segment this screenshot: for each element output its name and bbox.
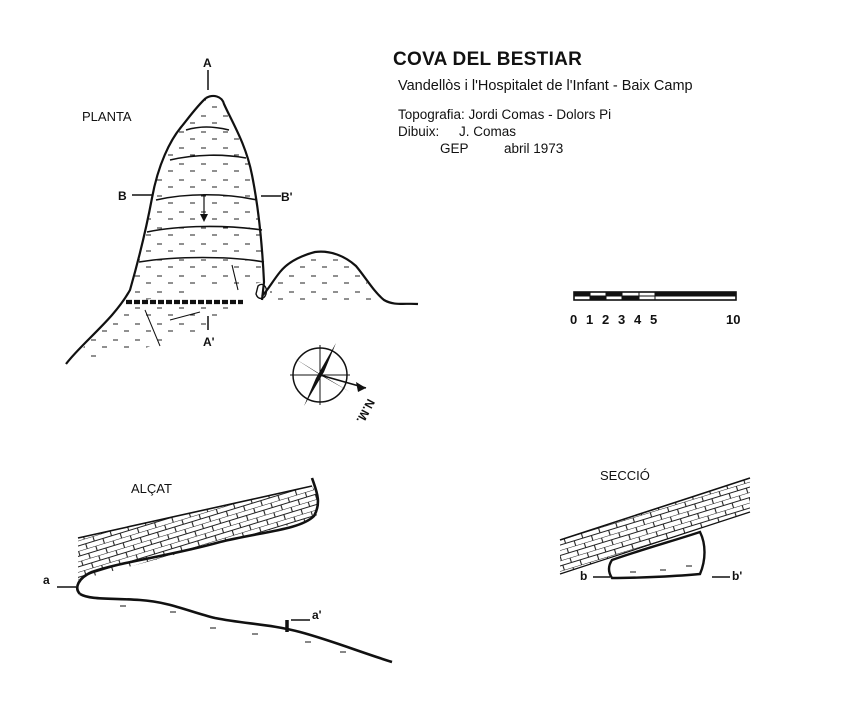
- section-chamber-outline: [607, 530, 706, 580]
- group-credit: GEP: [440, 141, 469, 156]
- plan-cave-fill: [130, 96, 265, 302]
- scale-tick-4: 4: [634, 312, 642, 327]
- seccio-label: SECCIÓ: [600, 468, 650, 483]
- mark-a-lower: A': [203, 335, 215, 349]
- section-floor-marks: [630, 565, 692, 573]
- section-rock-top: [559, 477, 751, 541]
- survey-date: abril 1973: [504, 141, 564, 156]
- plan-band: [155, 193, 258, 201]
- mark-b-right: B': [281, 190, 293, 204]
- scale-tick-5: 5: [650, 312, 657, 327]
- plan-boulder: [255, 283, 268, 300]
- compass-rose: [290, 343, 367, 406]
- elevation-cave-roof: [76, 477, 320, 595]
- elevation-cave-floor: [79, 592, 393, 664]
- plan-band: [138, 256, 265, 263]
- plan-band: [146, 225, 263, 233]
- elevation-view: [57, 477, 393, 664]
- scale-tick-2: 2: [602, 312, 609, 327]
- plan-band: [169, 154, 247, 161]
- elevation-floor-marks: [120, 605, 346, 653]
- planta-label: PLANTA: [82, 109, 132, 124]
- alcat-label: ALÇAT: [131, 481, 172, 496]
- drawing-credit-label: Dibuix:: [398, 124, 440, 139]
- scale-bar: 0 1 2 3 4 5 10: [570, 291, 740, 327]
- plan-right-hill-fill: [270, 253, 380, 300]
- plan-right-wall: [205, 94, 266, 301]
- mark-a-upper: A: [203, 56, 212, 70]
- plan-view: [65, 70, 419, 365]
- scale-tick-0: 0: [570, 312, 577, 327]
- plan-arrow-head: [200, 214, 208, 222]
- scale-tick-3: 3: [618, 312, 625, 327]
- plan-right-hill: [261, 250, 419, 306]
- section-rock-band: [560, 478, 750, 574]
- scale-tick-1: 1: [586, 312, 593, 327]
- mark-elev-a: a: [43, 573, 50, 587]
- topography-credit: Topografia: Jordi Comas - Dolors Pi: [398, 107, 612, 122]
- location-subtitle: Vandellòs i l'Hospitalet de l'Infant - B…: [398, 78, 693, 94]
- section-view: [559, 477, 751, 580]
- north-label: N.M.: [353, 397, 377, 426]
- drawing-credit-name: J. Comas: [459, 124, 517, 139]
- plan-crack: [144, 309, 161, 347]
- mark-b-left: B: [118, 189, 127, 203]
- mark-sec-b: b: [580, 569, 587, 583]
- elevation-rock-band: [78, 486, 319, 580]
- plan-crack: [169, 311, 201, 321]
- plan-crack: [231, 264, 239, 291]
- scale-tick-10: 10: [726, 312, 740, 327]
- mark-elev-a-prime: a': [312, 608, 322, 622]
- plan-left-wall: [65, 97, 207, 365]
- plan-band: [185, 126, 230, 131]
- section-rock-bottom: [559, 511, 751, 575]
- page-title: COVA DEL BESTIAR: [393, 49, 583, 70]
- plan-lower-fill: [70, 304, 243, 362]
- mark-sec-b-prime: b': [732, 569, 742, 583]
- elevation-rock-top: [77, 485, 313, 539]
